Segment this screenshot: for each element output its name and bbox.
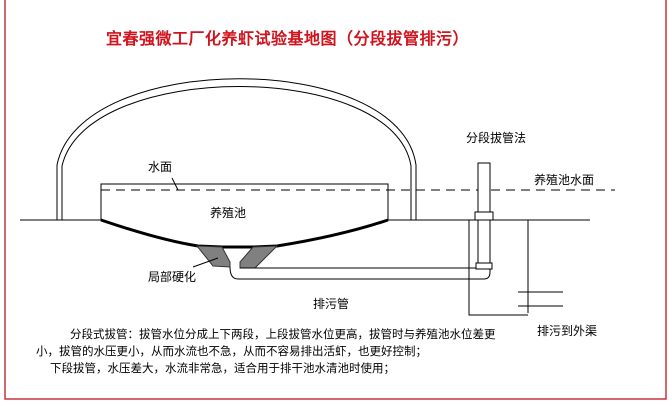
hardening-right bbox=[239, 245, 279, 269]
label-water-surface: 水面 bbox=[148, 160, 173, 174]
hardening-leader bbox=[192, 257, 219, 268]
water-surface-leader bbox=[171, 177, 179, 191]
label-drain-pipe: 排污管 bbox=[313, 297, 350, 311]
diagram-title: 宜春强微工厂化养虾试验基地图（分段拔管排污） bbox=[106, 29, 470, 48]
greenhouse-dome bbox=[56, 78, 417, 220]
pond bbox=[100, 183, 389, 249]
label-method: 分段拔管法 bbox=[466, 131, 527, 145]
label-pond: 养殖池 bbox=[210, 206, 247, 220]
hardening-left bbox=[195, 245, 231, 268]
description-line: 分段式拔管：拔管水位分成上下两段，上段拔管水位更高，拔管时与养殖池水位差更 bbox=[70, 327, 496, 341]
label-local-hardening: 局部硬化 bbox=[148, 270, 197, 284]
frame bbox=[4, 0, 667, 400]
label-drain-outlet: 排污到外渠 bbox=[537, 324, 598, 338]
drain-pipe bbox=[229, 162, 563, 316]
description-line: 下段拔管，水压差大，水流非常急，适合用于排干池水清池时使用； bbox=[50, 361, 395, 375]
description-line: 小，拔管的水压更小，从而水流也不急，从而不容易排出活虾，也更好控制； bbox=[36, 344, 427, 358]
label-pond-water-surface: 养殖池水面 bbox=[534, 173, 595, 187]
